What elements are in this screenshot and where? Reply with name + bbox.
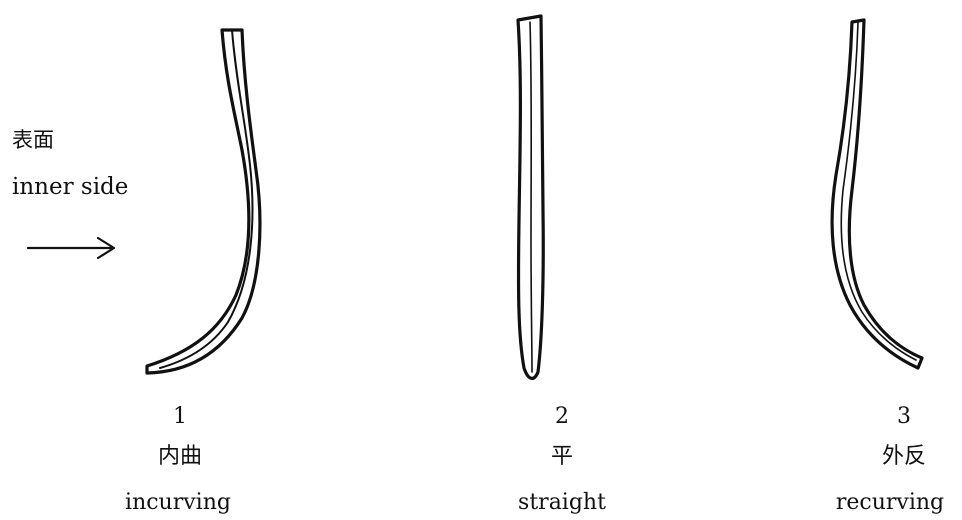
incurving-shape — [147, 30, 260, 373]
straight-shape — [518, 16, 543, 378]
recurving-shape — [832, 20, 922, 368]
figure-1-number: 1 — [140, 406, 220, 428]
inner-side-label-english: inner side — [12, 176, 128, 199]
figure-2-english-label: straight — [492, 492, 632, 514]
figure-2-chinese-label: 平 — [502, 446, 622, 468]
figure-1-english-label: incurving — [108, 492, 248, 514]
inner-side-arrow — [28, 238, 114, 258]
figure-3-chinese-label: 外反 — [844, 446, 962, 468]
figure-1-chinese-label: 内曲 — [120, 446, 240, 468]
figure-3-english-label: recurving — [820, 492, 960, 514]
inner-side-label-chinese: 表面 — [12, 130, 54, 151]
figure-3-number: 3 — [864, 406, 944, 428]
figure-2-number: 2 — [522, 406, 602, 428]
